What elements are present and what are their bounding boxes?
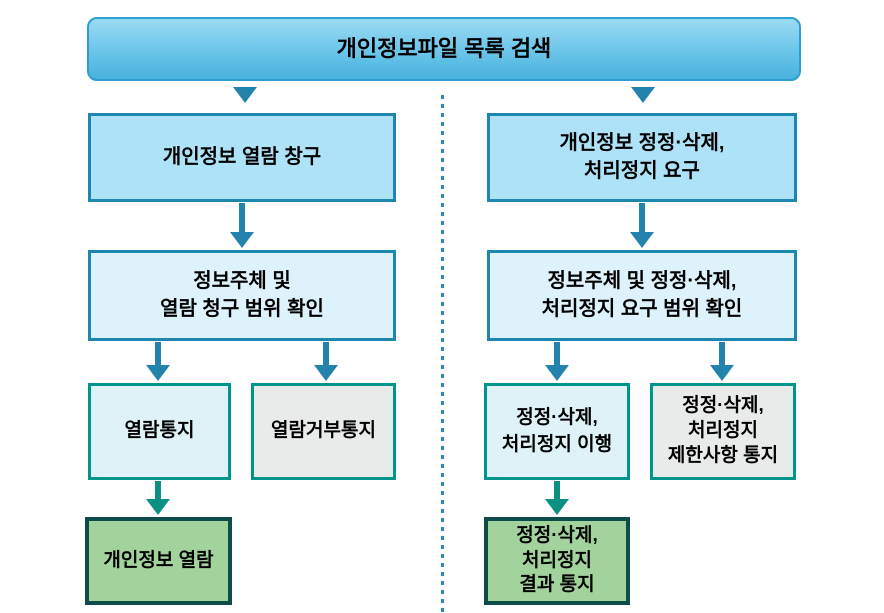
left-step1-box-access-window: 개인정보 열람 창구 [88,113,396,202]
arrow-left-step2-to-refusal-icon [314,342,338,381]
right-step2-box-verify-request-scope: 정보주체 및 정정·삭제, 처리정지 요구 범위 확인 [487,250,797,341]
arrow-right-fulfill-to-result-icon [545,481,569,515]
left-result-box-personal-info-access: 개인정보 열람 [85,517,232,605]
right-step1-box-correction-deletion-request: 개인정보 정정·삭제, 처리정지 요구 [487,113,797,202]
left-step2-box-verify-request-scope: 정보주체 및 열람 청구 범위 확인 [88,250,396,341]
dotted-divider-line [441,95,444,613]
right-restriction-notice-box: 정정·삭제, 처리정지 제한사항 통지 [650,383,796,480]
arrow-left-step2-to-notice-icon [146,342,170,381]
arrow-left-step1-to-step2-icon [230,203,254,248]
header-box-search-personal-info-file-list: 개인정보파일 목록 검색 [87,17,801,81]
left-notice-box: 열람통지 [88,383,231,480]
arrow-header-to-right-flow-icon [631,87,655,103]
arrow-left-notice-to-result-icon [146,481,170,515]
arrow-header-to-left-flow-icon [233,87,257,103]
left-refusal-notice-box: 열람거부통지 [251,383,396,480]
arrow-right-step1-to-step2-icon [630,203,654,248]
arrow-right-step2-to-restriction-icon [710,342,734,381]
right-fulfillment-box: 정정·삭제, 처리정지 이행 [484,383,630,480]
right-result-box-result-notice: 정정·삭제, 처리정지 결과 통지 [484,517,630,605]
arrow-right-step2-to-fulfill-icon [545,342,569,381]
